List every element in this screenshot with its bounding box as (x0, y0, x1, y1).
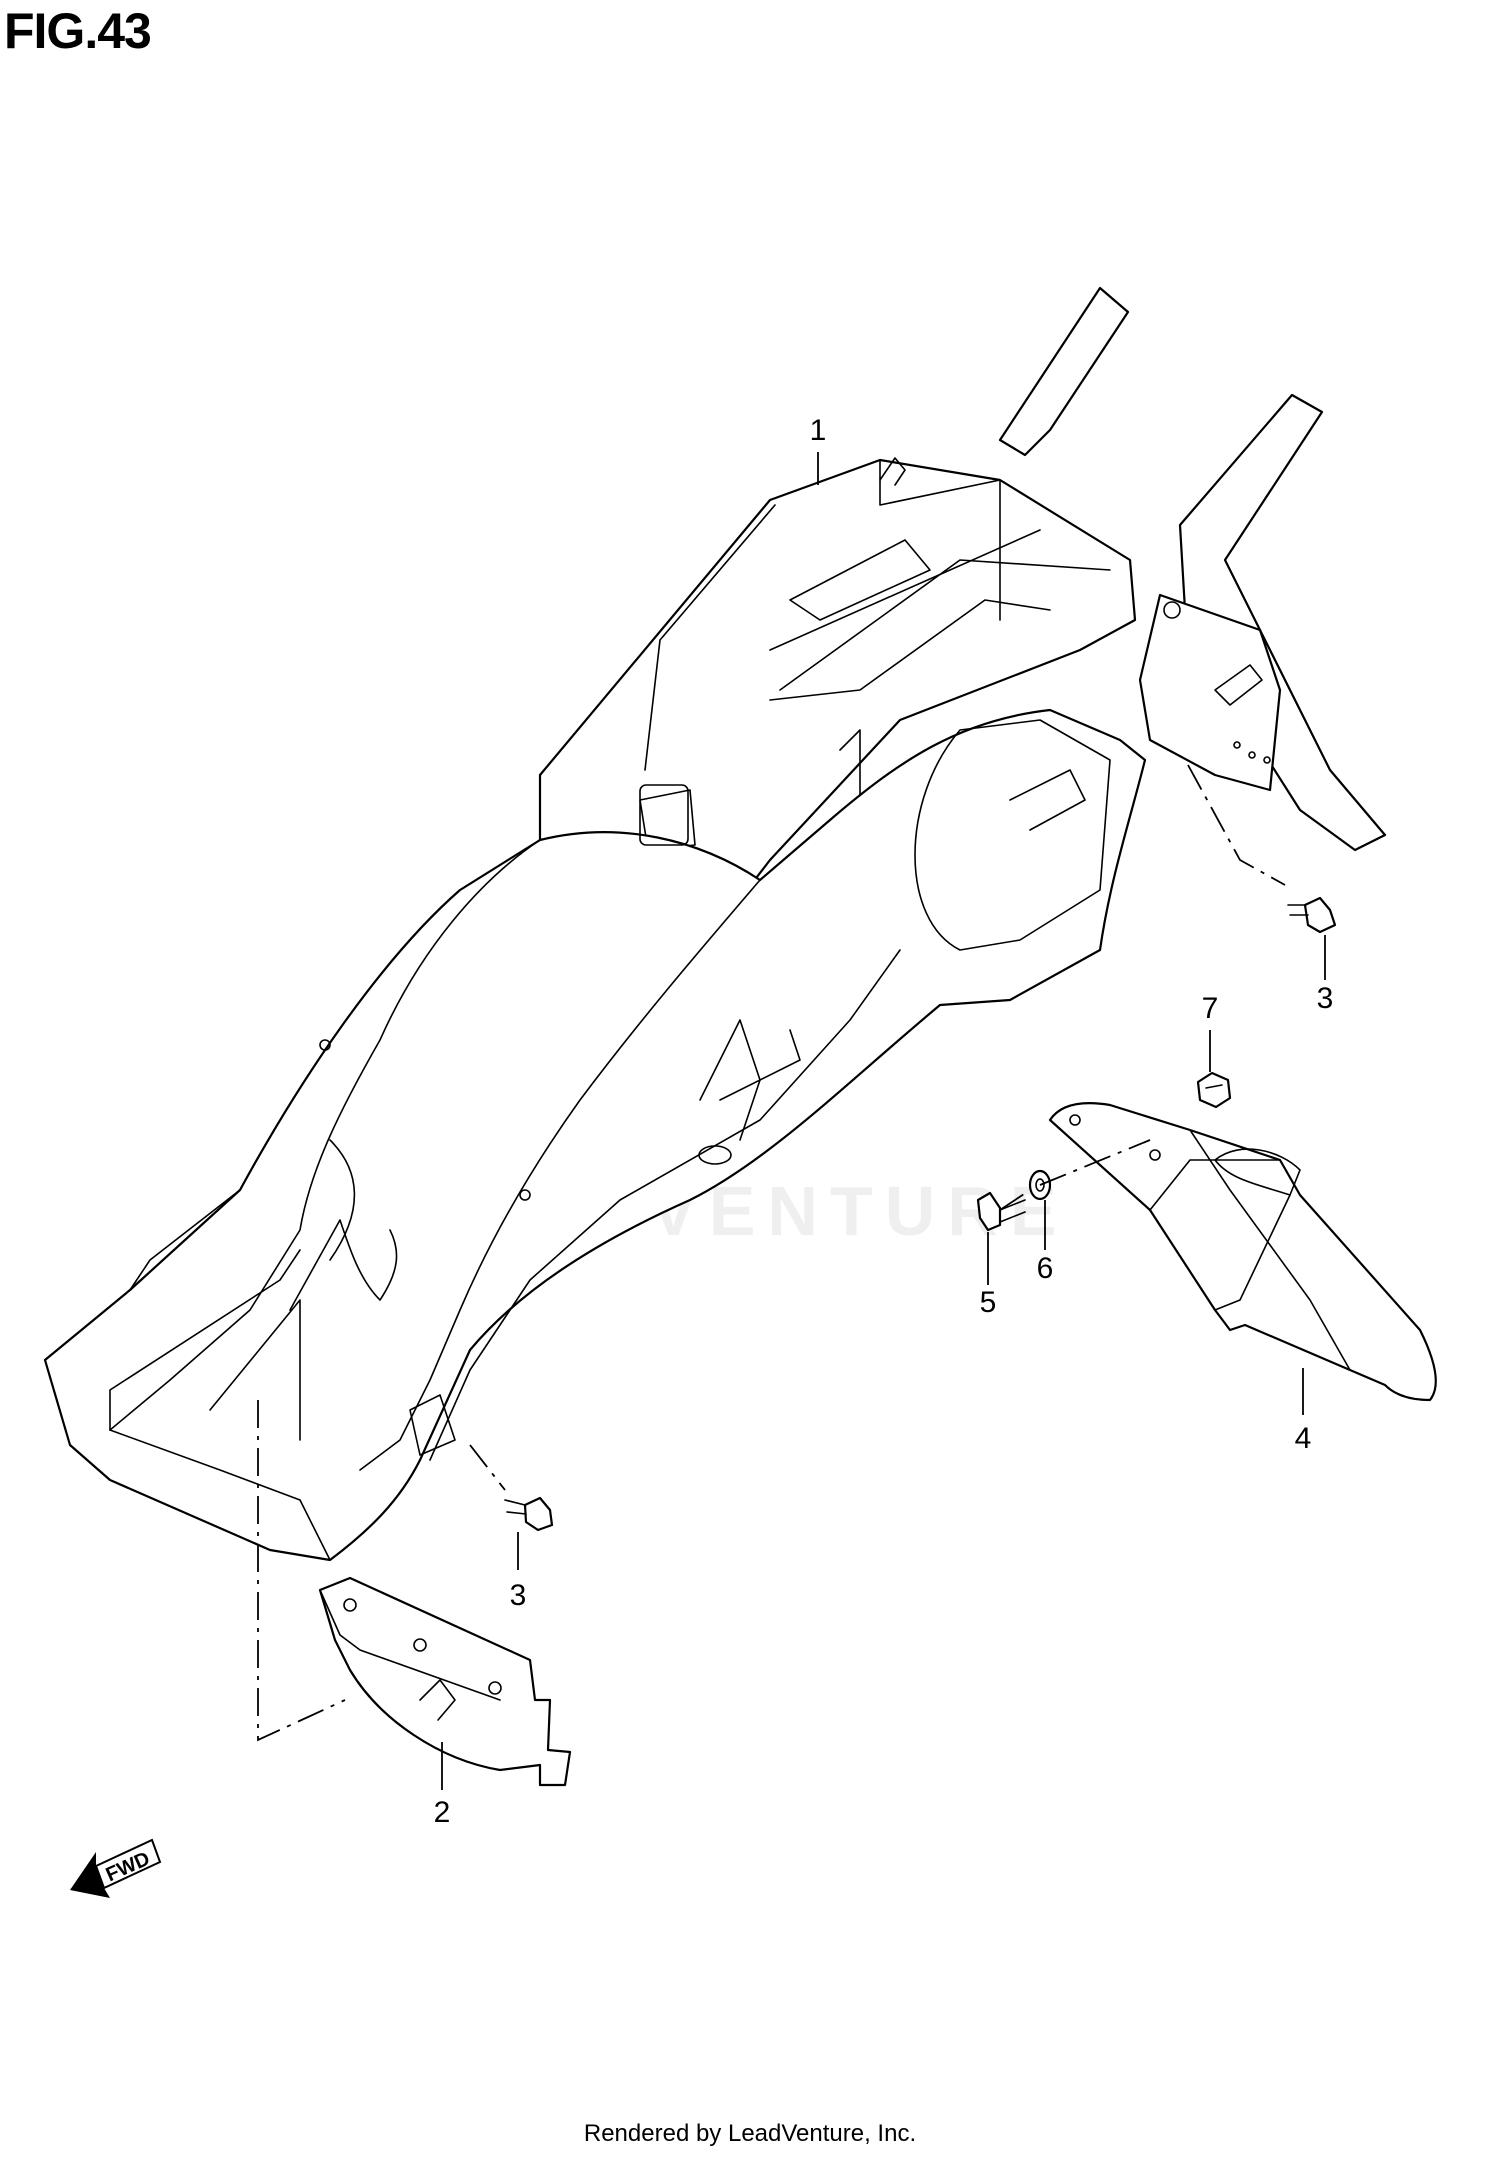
assembly-line-bracket (257, 1400, 346, 1742)
callout-7: 7 (1202, 992, 1219, 1025)
bracket-part-2[interactable] (318, 1576, 572, 1787)
screw-part-5[interactable] (976, 1191, 1026, 1232)
callout-1: 1 (810, 414, 827, 447)
bolt-part-3-lower[interactable] (504, 1496, 554, 1532)
bolt-part-3-upper[interactable] (1287, 896, 1337, 934)
assembly-line-lower-bolt (469, 1444, 506, 1491)
callout-3-upper: 3 (1317, 982, 1334, 1015)
assembly-line-chain-guard (1039, 1139, 1151, 1186)
callout-6: 6 (1037, 1252, 1054, 1285)
assembly-line-right (1187, 764, 1286, 886)
callout-3-lower: 3 (510, 1579, 527, 1612)
forward-arrow-icon: FWD (70, 1838, 162, 1898)
figure-title: FIG.43 (4, 3, 152, 59)
callout-5: 5 (980, 1286, 997, 1319)
rear-fender-part-1[interactable] (43, 286, 1387, 1562)
callout-2: 2 (434, 1796, 451, 1829)
assembly-line-washer (999, 1189, 1031, 1211)
footer-credit: Rendered by LeadVenture, Inc. (583, 2120, 917, 2147)
chain-guard-part-4[interactable] (1048, 1102, 1437, 1402)
callout-4: 4 (1295, 1422, 1312, 1455)
nut-part-7[interactable] (1196, 1071, 1232, 1109)
